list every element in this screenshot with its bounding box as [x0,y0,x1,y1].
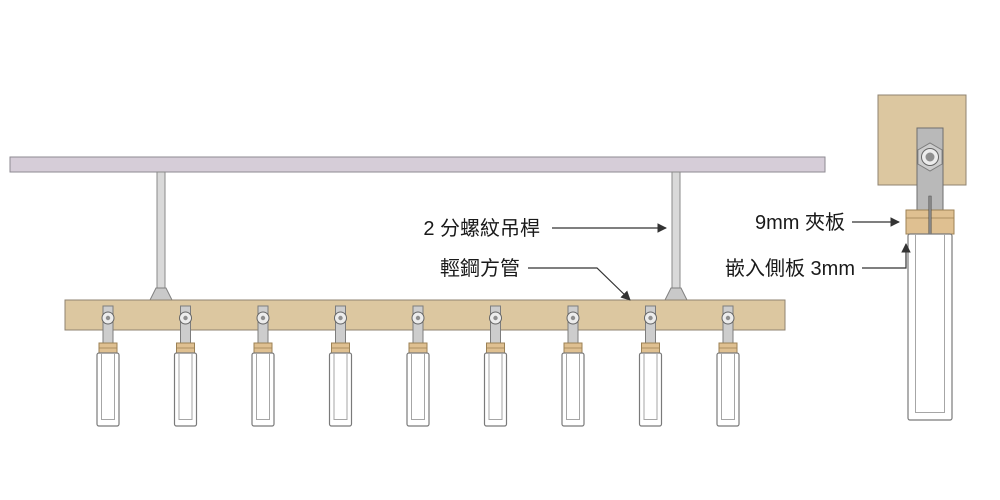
threaded-rod-right [664,171,688,301]
label-steel-tube: 輕鋼方管 [440,257,520,280]
ceiling-slab [9,156,826,173]
threaded-rod-left [149,171,173,301]
detail-view [877,94,967,421]
nut-core-icon [925,152,935,162]
leader-side-panel [862,243,911,269]
label-threaded-rod: 2 分螺紋吊桿 [423,217,540,240]
detail-baffle-inner-line [915,234,945,413]
label-plywood: 9mm 夾板 [755,211,845,234]
detail-baffle-outline [907,233,953,421]
leader-steel-tube [528,267,631,301]
steel-square-tube-beam [64,299,786,331]
label-side-panel: 嵌入側板 3mm [725,257,855,280]
